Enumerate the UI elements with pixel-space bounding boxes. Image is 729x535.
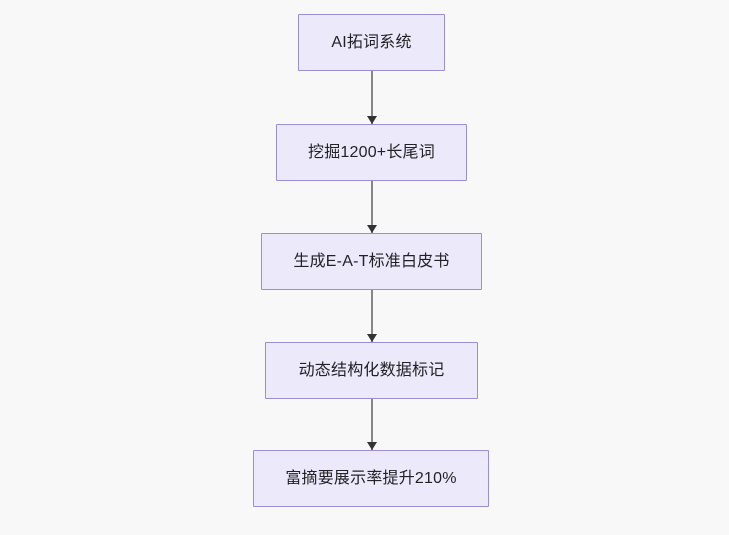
flow-node-generate-eat-whitepaper[interactable]: 生成E-A-T标准白皮书 bbox=[261, 233, 482, 290]
edge-line bbox=[371, 290, 373, 342]
flow-node-rich-snippet-impression-uplift[interactable]: 富摘要展示率提升210% bbox=[253, 450, 489, 507]
edge-line bbox=[371, 71, 373, 124]
flow-node-ai-keyword-system[interactable]: AI拓词系统 bbox=[298, 14, 445, 71]
flow-node-dynamic-structured-data-markup[interactable]: 动态结构化数据标记 bbox=[265, 342, 478, 399]
flow-node-label: 生成E-A-T标准白皮书 bbox=[293, 252, 450, 270]
flow-node-label: AI拓词系统 bbox=[331, 33, 412, 51]
arrowhead-icon bbox=[367, 225, 377, 233]
flow-node-mine-longtail-keywords[interactable]: 挖掘1200+长尾词 bbox=[276, 124, 467, 181]
arrowhead-icon bbox=[367, 334, 377, 342]
flow-node-label: 富摘要展示率提升210% bbox=[285, 469, 457, 487]
edge-line bbox=[371, 181, 373, 233]
flow-node-label: 挖掘1200+长尾词 bbox=[308, 143, 435, 161]
arrowhead-icon bbox=[367, 116, 377, 124]
edge-line bbox=[371, 399, 373, 450]
flow-node-label: 动态结构化数据标记 bbox=[298, 361, 445, 379]
arrowhead-icon bbox=[367, 442, 377, 450]
